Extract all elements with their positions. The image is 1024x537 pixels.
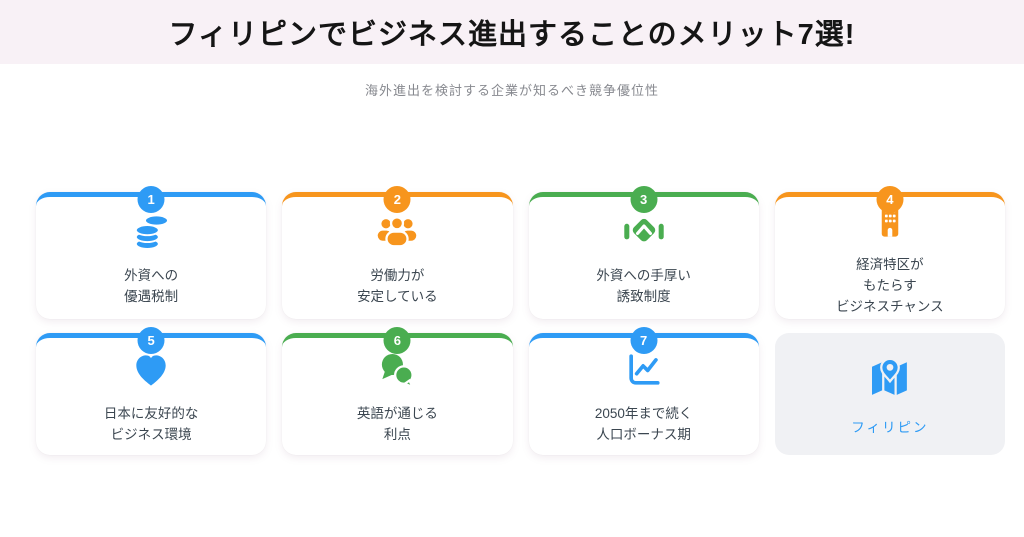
merit-card-7: 7 2050年まで続く人口ボーナス期 [528, 327, 759, 455]
merit-card-1: 1 外資への優遇税制 [36, 186, 267, 319]
card-label: 2050年まで続く人口ボーナス期 [594, 406, 693, 442]
page-subtitle: 海外進出を検討する企業が知るべき競争優位性 [364, 83, 659, 98]
speech-bubbles-icon [375, 348, 419, 392]
people-icon [375, 210, 419, 254]
card-number-badge: 7 [630, 327, 658, 354]
chart-icon [622, 348, 666, 392]
coins-icon [129, 210, 173, 254]
heart-icon [129, 348, 173, 392]
card-number-badge: 4 [876, 186, 904, 213]
card-number-badge: 2 [383, 186, 411, 213]
merit-card-6: 6 英語が通じる利点 [282, 327, 513, 455]
philippines-label: フィリピン [851, 419, 929, 435]
merit-card-4: 4 経済特区がもたらすビジネスチャンス [774, 186, 1005, 319]
map-icon [863, 351, 917, 405]
card-label: 労働力が安定している [357, 267, 438, 304]
card-number-badge: 3 [630, 186, 658, 213]
card-label: 経済特区がもたらすビジネスチャンス [836, 257, 944, 314]
card-label: 外資への優遇税制 [124, 267, 179, 304]
page-title: フィリピンでビジネス進出することのメリット7選! [168, 19, 856, 51]
card-label: 英語が通じる利点 [356, 406, 438, 442]
card-number-badge: 6 [383, 327, 411, 354]
merit-card-2: 2 労働力が安定している [282, 186, 513, 319]
top-band: フィリピンでビジネス進出することのメリット7選! [0, 0, 1024, 64]
philippines-card: フィリピン [774, 333, 1005, 455]
merit-card-5: 5 日本に友好的なビジネス環境 [36, 327, 267, 455]
cards-grid: 1 外資への優遇税制 2 労働力が安定している 3 外資への手厚い誘致制度 4 経済特区がもた… [36, 186, 1005, 455]
card-label: 日本に友好的なビジネス環境 [103, 406, 199, 442]
card-number-badge: 5 [137, 327, 165, 354]
merit-card-3: 3 外資への手厚い誘致制度 [528, 186, 759, 319]
card-number-badge: 1 [137, 186, 165, 213]
handshake-icon [622, 210, 666, 254]
card-label: 外資への手厚い誘致制度 [596, 267, 691, 304]
